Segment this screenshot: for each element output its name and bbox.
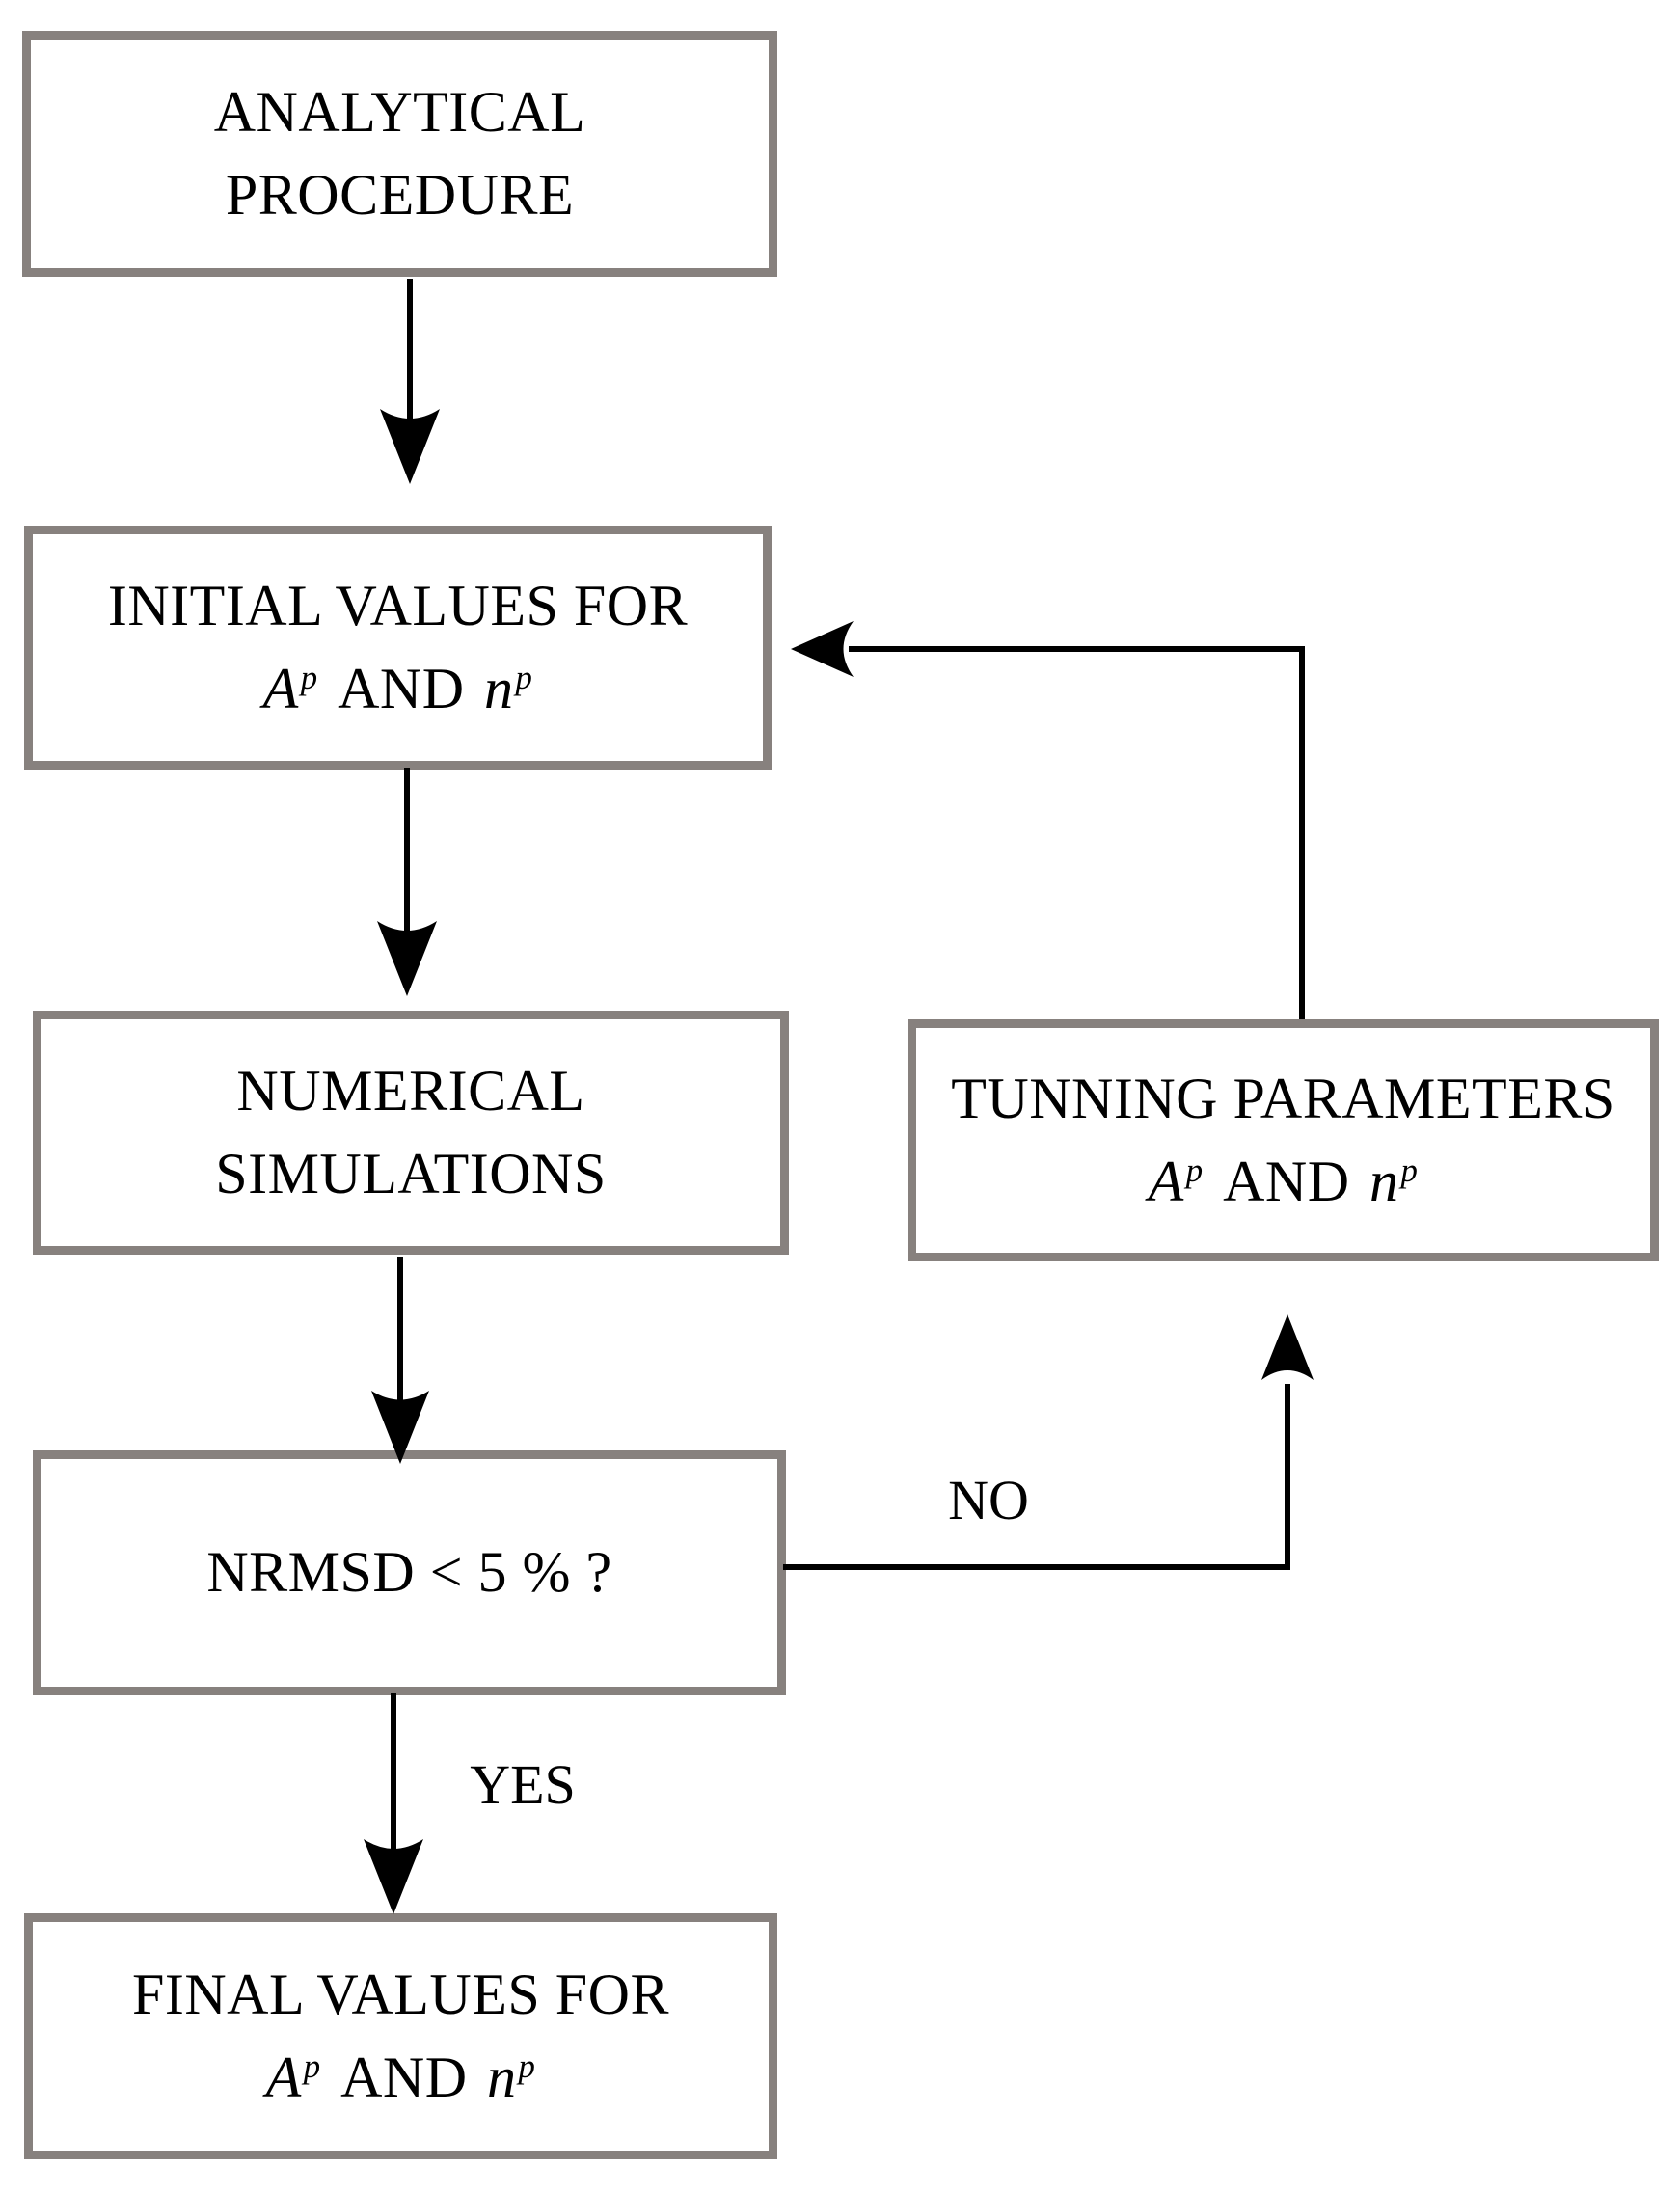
yes-edge-label: YES: [470, 1753, 576, 1816]
arrowhead-down-icon: [380, 409, 440, 484]
arrow-tunning-to-initial-shaft: [849, 646, 1305, 1019]
node-text-line: SIMULATIONS: [215, 1141, 607, 1205]
node-text-line: PROCEDURE: [225, 162, 575, 227]
node-analytical-procedure: ANALYTICAL PROCEDURE: [22, 31, 777, 277]
math-sup-p: p: [515, 659, 533, 697]
math-sup-p: p: [303, 2047, 321, 2086]
node-text-line: TUNNING PARAMETERS: [951, 1067, 1615, 1131]
math-var-n: n: [1368, 1149, 1399, 1213]
math-var-A: A: [265, 2044, 302, 2109]
arrow-no-to-tunning-shaft: [783, 1384, 1290, 1570]
math-var-A: A: [262, 656, 299, 720]
node-numerical-simulations: NUMERICAL SIMULATIONS: [33, 1011, 789, 1255]
node-nrmsd-decision: NRMSD < 5 % ?: [33, 1450, 786, 1695]
node-text-line: FINAL VALUES FOR: [132, 1963, 669, 2027]
arrowhead-left-icon: [791, 621, 854, 677]
math-and: AND: [340, 2044, 468, 2109]
node-text-line: INITIAL VALUES FOR: [107, 574, 689, 638]
math-var-A: A: [1148, 1149, 1184, 1213]
node-text-line: ANALYTICAL: [213, 80, 586, 145]
node-text-line: NRMSD < 5 % ?: [206, 1540, 612, 1605]
node-text-line: NUMERICAL: [236, 1059, 585, 1124]
arrowhead-up-icon: [1261, 1314, 1314, 1380]
math-and: AND: [1223, 1149, 1350, 1213]
math-sup-p: p: [1185, 1151, 1204, 1190]
math-var-n: n: [486, 2044, 517, 2109]
math-and: AND: [338, 656, 465, 720]
no-edge-label: NO: [948, 1469, 1029, 1531]
math-sup-p: p: [1400, 1151, 1419, 1190]
math-sup-p: p: [300, 659, 318, 697]
arrowhead-down-icon: [377, 921, 437, 996]
math-var-n: n: [483, 656, 514, 720]
arrowhead-down-icon: [364, 1839, 423, 1914]
math-sup-p: p: [518, 2047, 536, 2086]
